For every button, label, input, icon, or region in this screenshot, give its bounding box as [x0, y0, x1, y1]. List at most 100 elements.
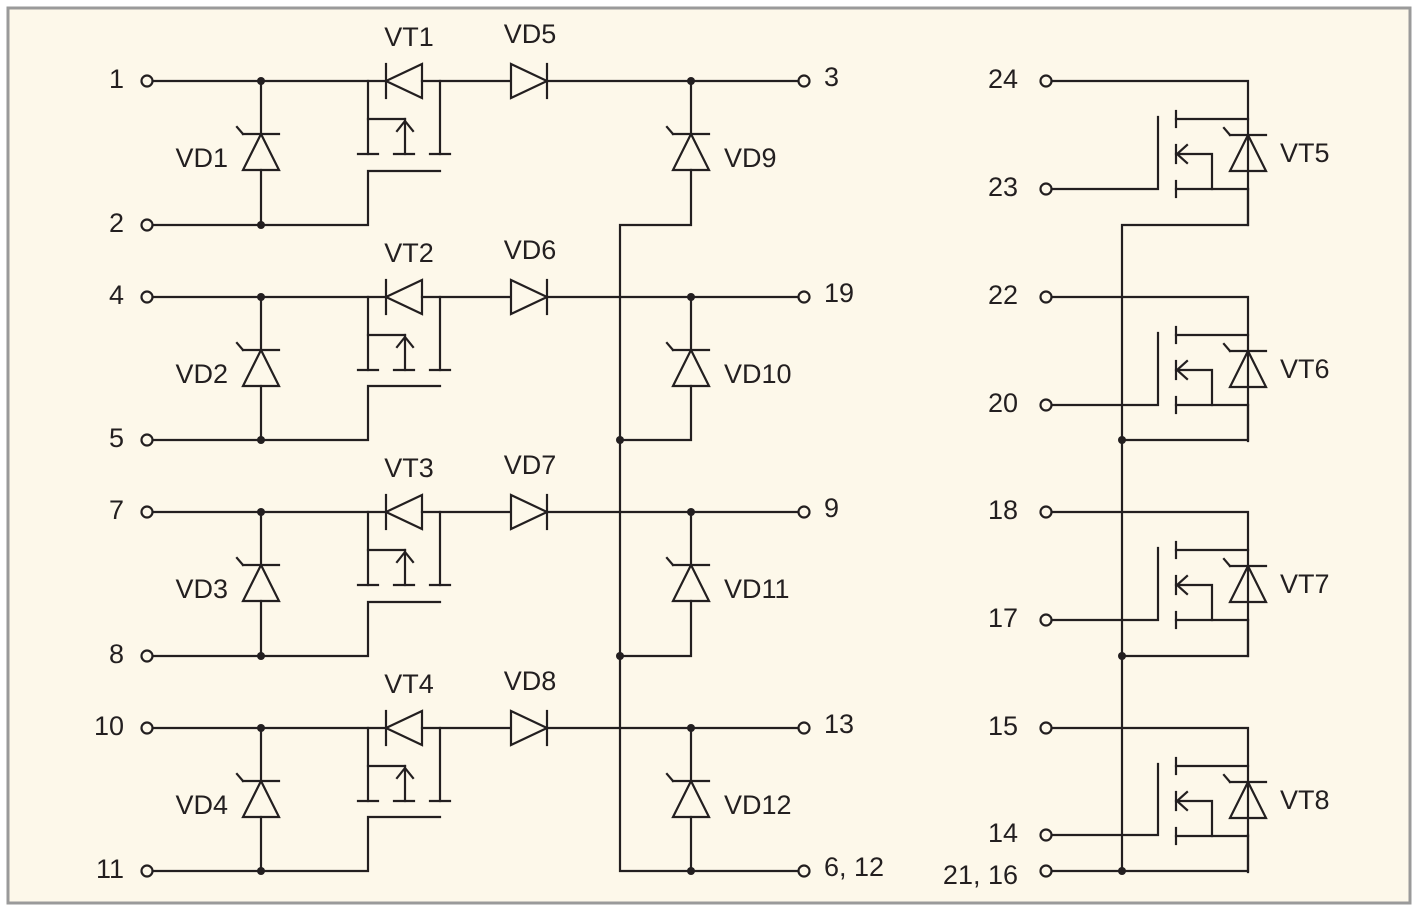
body-diode [1222, 773, 1268, 820]
pin-label: 5 [109, 423, 124, 453]
component-label: VT7 [1280, 569, 1330, 599]
diode-tick [235, 556, 245, 567]
pin-label: 7 [109, 495, 124, 525]
clamp-diode [665, 772, 711, 819]
junction-dot [616, 436, 624, 444]
diode-body [241, 778, 281, 819]
series-diode [509, 278, 550, 316]
terminal-4 [140, 290, 154, 304]
terminal-13 [797, 721, 811, 735]
wire [1175, 574, 1189, 596]
component-label: VD3 [175, 574, 228, 604]
series-diode [509, 62, 550, 100]
wire [1175, 359, 1189, 381]
terminal-20 [1039, 398, 1053, 412]
wire [618, 599, 693, 658]
junction-dot [257, 436, 265, 444]
component-label: VT3 [384, 453, 434, 483]
pin-label: 8 [109, 639, 124, 669]
junction-dot [687, 867, 695, 875]
terminal-3 [797, 74, 811, 88]
body-diode [1222, 126, 1268, 173]
diode-body [671, 562, 711, 603]
wire [1050, 115, 1160, 191]
wire [395, 119, 415, 133]
wire [618, 168, 800, 873]
component-label: VT1 [384, 22, 434, 52]
pin-label: 1 [109, 64, 124, 94]
pin-label: 4 [109, 280, 124, 310]
wire [395, 766, 415, 780]
terminal-7 [140, 505, 154, 519]
wire [1120, 403, 1250, 442]
pin-label: 13 [824, 709, 854, 739]
wire [1050, 726, 1250, 874]
wire [1175, 790, 1189, 812]
wire [1174, 152, 1214, 191]
diode-body [509, 709, 550, 747]
pin-label: 3 [824, 62, 839, 92]
diode-tick [1222, 773, 1232, 784]
diode-body [671, 778, 711, 819]
diode-body [241, 347, 281, 388]
wires [151, 77, 1250, 875]
diode-body [241, 562, 281, 603]
body-diode [1222, 342, 1268, 389]
terminal-18 [1039, 505, 1053, 519]
pin-label: 17 [988, 603, 1018, 633]
diode-body [1228, 132, 1268, 173]
junction-dot [257, 867, 265, 875]
pin-label: 15 [988, 711, 1018, 741]
wire [395, 550, 415, 564]
component-label: VD8 [504, 666, 557, 696]
component-label: VT5 [1280, 138, 1330, 168]
diode-tick [665, 341, 675, 352]
component-label: VD12 [724, 790, 792, 820]
body-diode [1222, 557, 1268, 604]
pin-label: 18 [988, 495, 1018, 525]
terminal-2 [140, 218, 154, 232]
wire [1050, 762, 1160, 837]
terminal-10 [140, 721, 154, 735]
pin-label: 24 [988, 64, 1018, 94]
terminal-1 [140, 74, 154, 88]
diode-tick [235, 772, 245, 783]
terminal-19 [797, 290, 811, 304]
diode-body [383, 709, 424, 747]
wire [1050, 187, 1250, 873]
terminal-23 [1039, 182, 1053, 196]
pin-label: 23 [988, 172, 1018, 202]
diode-body [671, 347, 711, 388]
wire [1050, 79, 1250, 227]
components [235, 62, 1268, 820]
terminal-8 [140, 649, 154, 663]
wire [395, 335, 415, 349]
diode-body [671, 131, 711, 172]
diode-tick [1222, 557, 1232, 568]
bypass-diode [235, 772, 281, 819]
pin-label: 14 [988, 818, 1018, 848]
junction-dot [1118, 652, 1126, 660]
terminal-common-left [797, 864, 811, 878]
wire [1120, 833, 1250, 873]
component-label: VD9 [724, 143, 777, 173]
wire [1050, 546, 1160, 622]
terminal-17 [1039, 613, 1053, 627]
diode-body [509, 62, 550, 100]
terminals [140, 74, 1053, 878]
junction-dot [257, 652, 265, 660]
diode-tick [1222, 126, 1232, 137]
series-diode [509, 493, 550, 531]
wire [1175, 143, 1189, 165]
component-label: VD10 [724, 359, 792, 389]
component-label: VD11 [724, 574, 790, 604]
bypass-diode [235, 556, 281, 603]
junction-dot [1118, 867, 1126, 875]
terminal-common-right [1039, 864, 1053, 878]
pin-label: 10 [94, 711, 124, 741]
diode-body [1228, 779, 1268, 820]
pin-label: 9 [824, 493, 839, 523]
wire [1050, 510, 1250, 658]
